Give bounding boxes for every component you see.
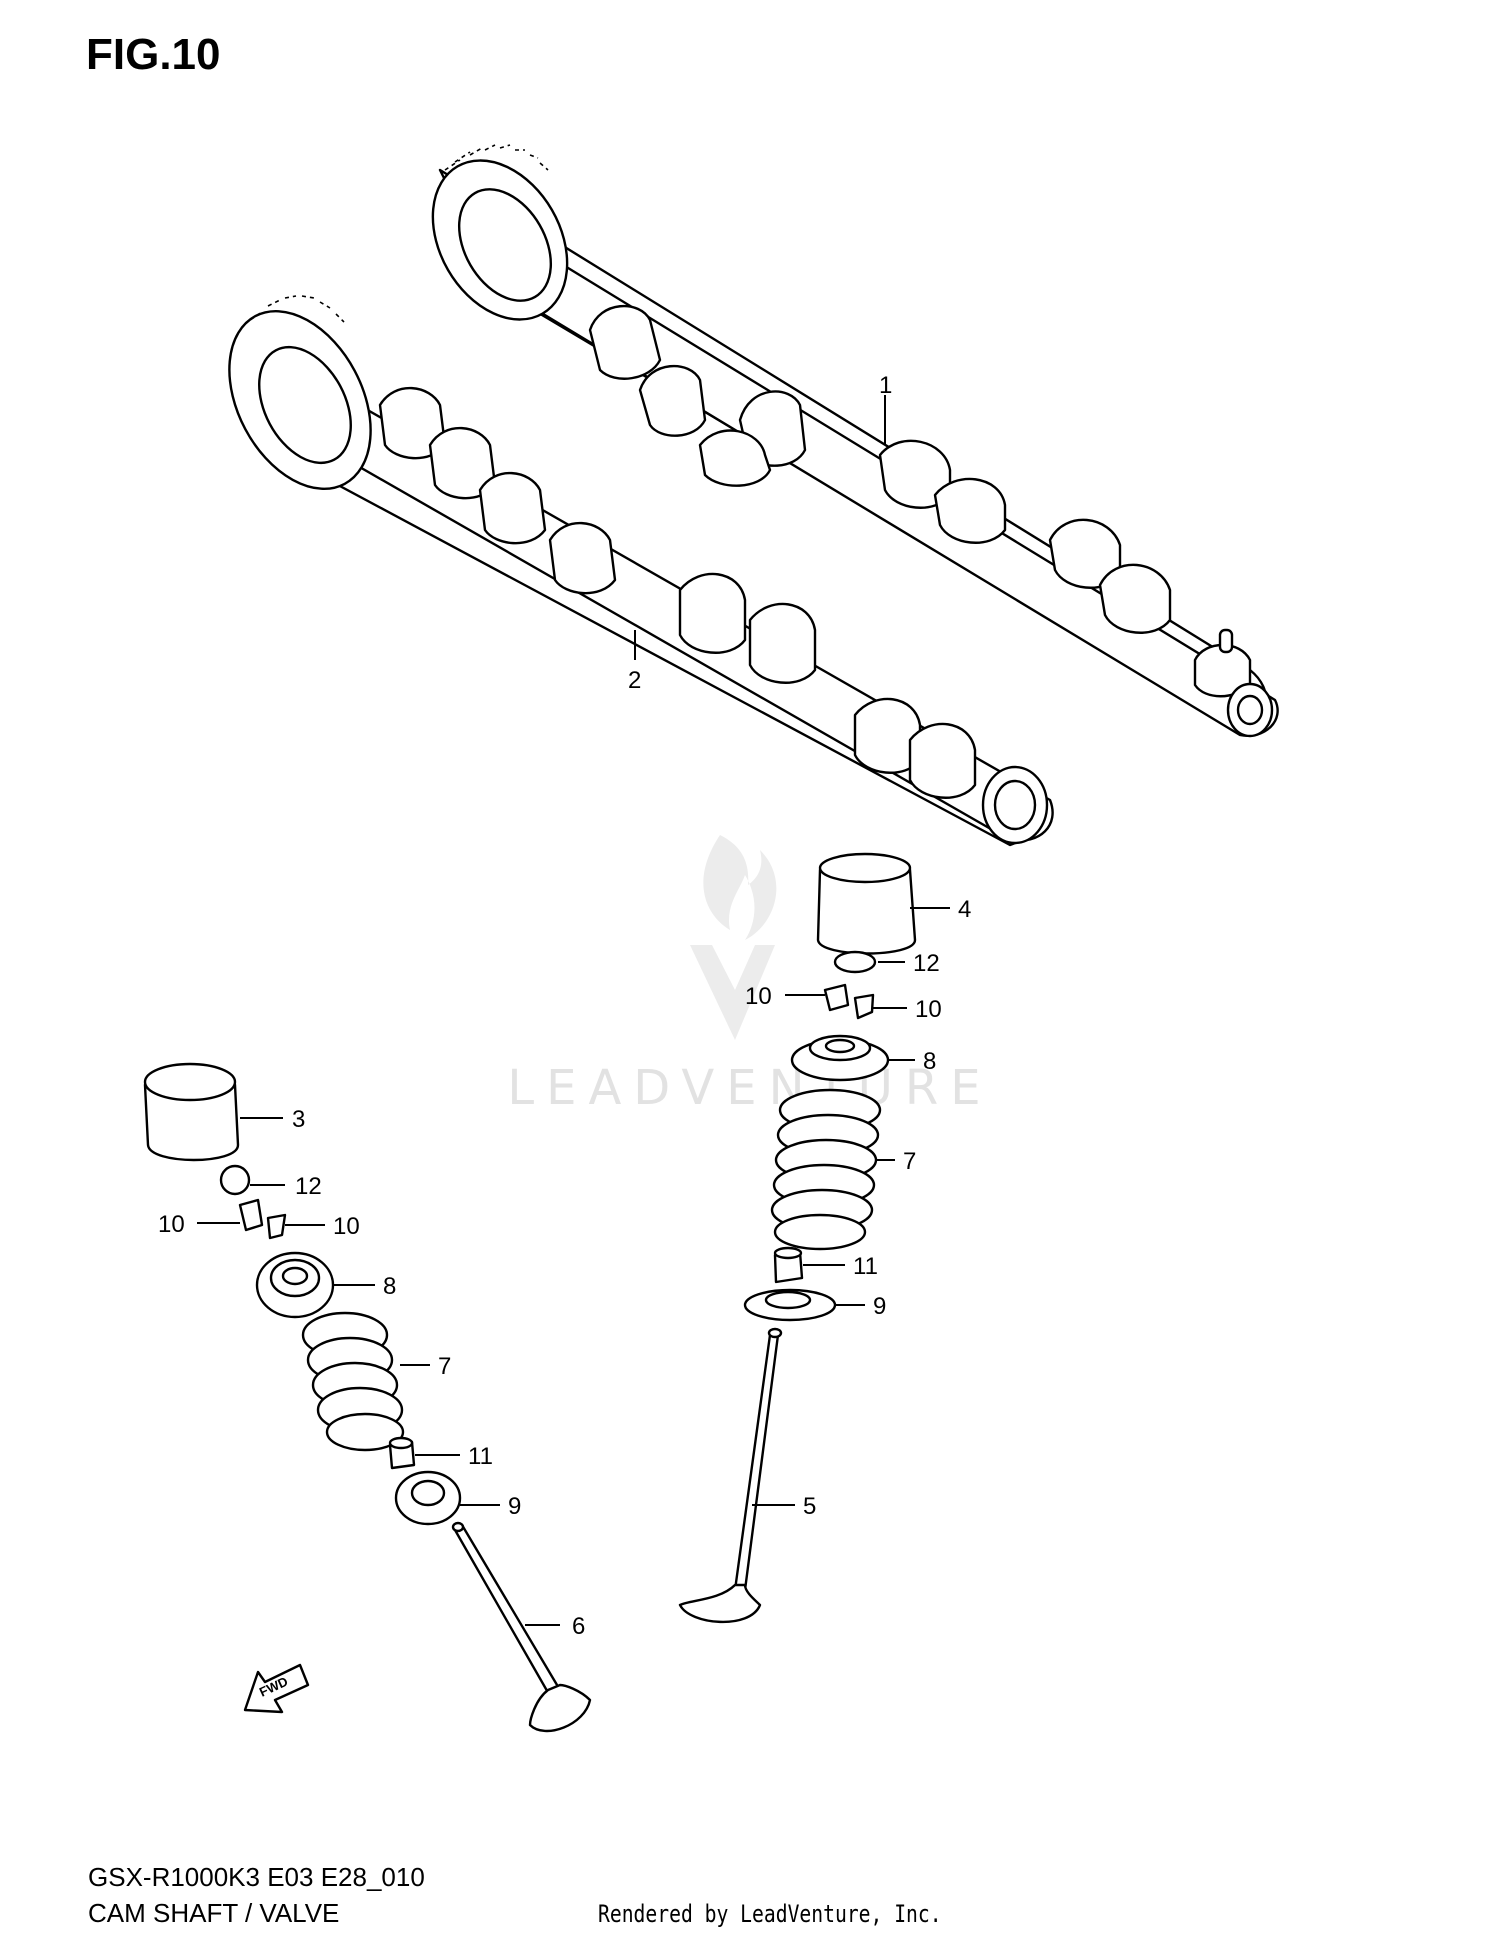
shim-12-left xyxy=(219,1164,251,1196)
callout-10-left-b: 10 xyxy=(333,1213,360,1240)
callout-10-right-a: 10 xyxy=(745,983,772,1010)
callout-3: 3 xyxy=(292,1106,305,1133)
callout-11-left: 11 xyxy=(468,1443,493,1470)
valve-seal-11-right xyxy=(773,1246,804,1284)
exhaust-valve-6 xyxy=(451,1521,592,1733)
callout-7-left: 7 xyxy=(438,1353,451,1380)
tappet-3 xyxy=(143,1062,240,1162)
spring-seat-9-right xyxy=(743,1288,837,1322)
cotter-10-right xyxy=(823,983,875,1020)
callout-10-right-b: 10 xyxy=(915,996,942,1023)
retainer-8-left xyxy=(255,1251,335,1319)
leader-lines xyxy=(197,395,950,1626)
callout-6: 6 xyxy=(572,1613,585,1640)
valve-seal-11-left xyxy=(388,1436,416,1470)
cotter-10-left xyxy=(238,1198,287,1240)
retainer-8-right xyxy=(790,1034,890,1082)
callout-8-right: 8 xyxy=(923,1048,936,1075)
valve-spring-7-left xyxy=(301,1311,405,1452)
render-credit: Rendered by LeadVenture, Inc. xyxy=(598,1900,942,1928)
callout-11-right: 11 xyxy=(853,1253,878,1280)
shim-12-right xyxy=(833,950,877,974)
callout-4: 4 xyxy=(958,896,971,923)
fwd-arrow-icon: FWD xyxy=(243,1663,310,1714)
callout-10-left-a: 10 xyxy=(158,1211,185,1238)
callout-8-left: 8 xyxy=(383,1273,396,1300)
valve-spring-7-right xyxy=(770,1088,882,1251)
callout-9-left: 9 xyxy=(508,1493,521,1520)
section-name: CAM SHAFT / VALVE xyxy=(88,1898,340,1928)
callout-12-right: 12 xyxy=(913,950,940,977)
tappet-4 xyxy=(816,852,917,955)
callout-1: 1 xyxy=(879,372,892,399)
callout-2: 2 xyxy=(628,667,641,694)
watermark-text: LEADVENTURE xyxy=(507,1060,992,1116)
callout-labels: 1 2 3 4 5 6 7 7 8 8 9 9 10 10 10 10 11 1… xyxy=(158,372,971,1640)
model-code: GSX-R1000K3 E03 E28_010 xyxy=(88,1862,425,1892)
figure-title: FIG.10 xyxy=(86,30,221,79)
callout-9-right: 9 xyxy=(873,1293,886,1320)
camshaft-2 xyxy=(228,295,1054,847)
camshaft-1 xyxy=(431,144,1279,738)
leadventure-watermark: LEADVENTURE xyxy=(507,835,992,1116)
intake-valve-5 xyxy=(678,1327,783,1624)
callout-7-right: 7 xyxy=(903,1148,916,1175)
spring-seat-9-left xyxy=(394,1470,462,1526)
callout-12-left: 12 xyxy=(295,1173,322,1200)
callout-5: 5 xyxy=(803,1493,816,1520)
